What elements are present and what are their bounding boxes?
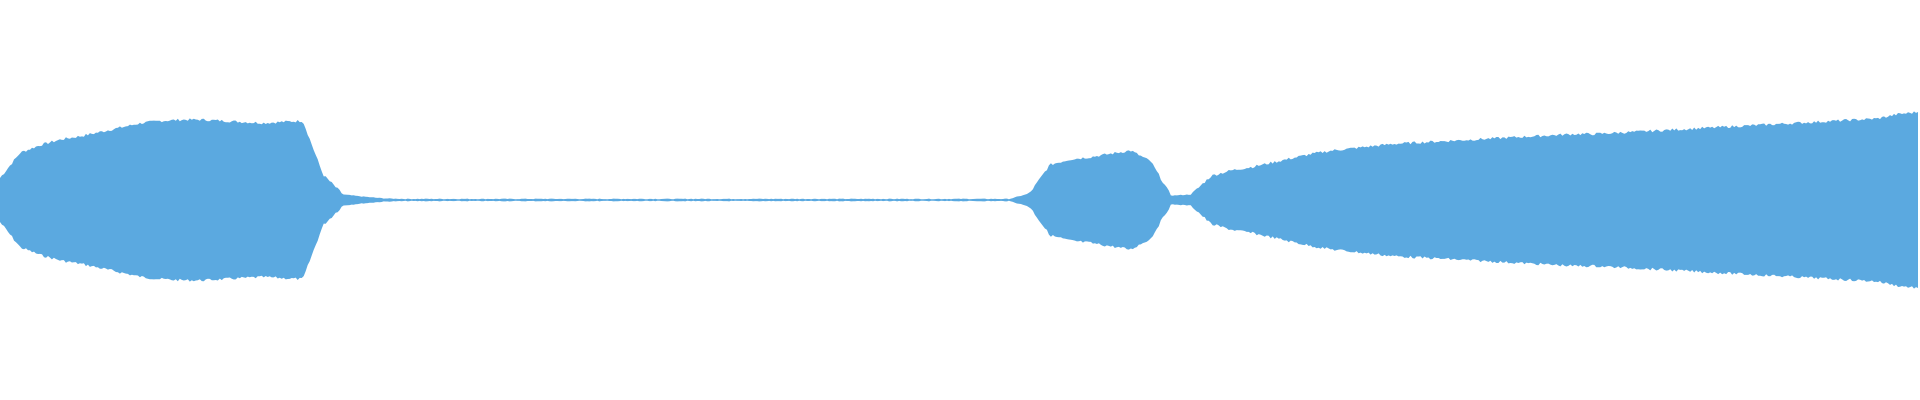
waveform-shape bbox=[0, 111, 1918, 289]
